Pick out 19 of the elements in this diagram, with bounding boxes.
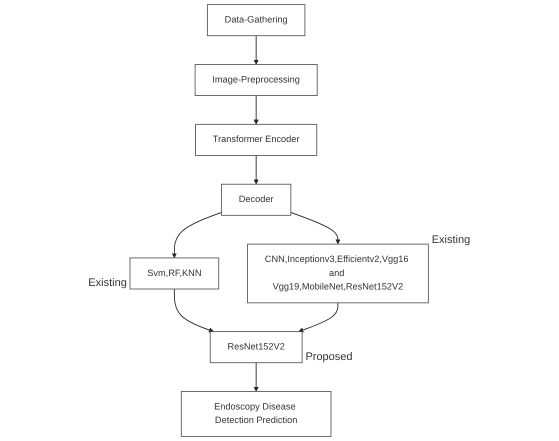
arrow [298,302,339,332]
arrow [254,362,260,392]
arrow [172,212,222,258]
side-note: Proposed [305,350,353,363]
arrow [290,212,341,244]
arrow [174,288,214,332]
node-box: ResNet152V2 [210,331,303,364]
arrow [254,35,260,65]
side-note: Existing [432,234,470,246]
node-box: Transformer Encoder [195,124,318,156]
node-box: Svm,RF,KNN [130,257,220,290]
node-box: Image-Preprocessing [195,64,318,96]
node-box: CNN,Inceptionv3,Efficientv2,Vgg16 and Vgg19,MobileNet,ResNet152V2 [247,244,430,304]
side-note: Existing [88,277,127,289]
arrow [254,155,260,184]
node-box: Decoder [221,184,292,216]
node-box: Endoscopy Disease Detection Prediction [181,391,332,437]
node-box: Data-Gathering [207,4,306,36]
arrow [254,95,260,125]
